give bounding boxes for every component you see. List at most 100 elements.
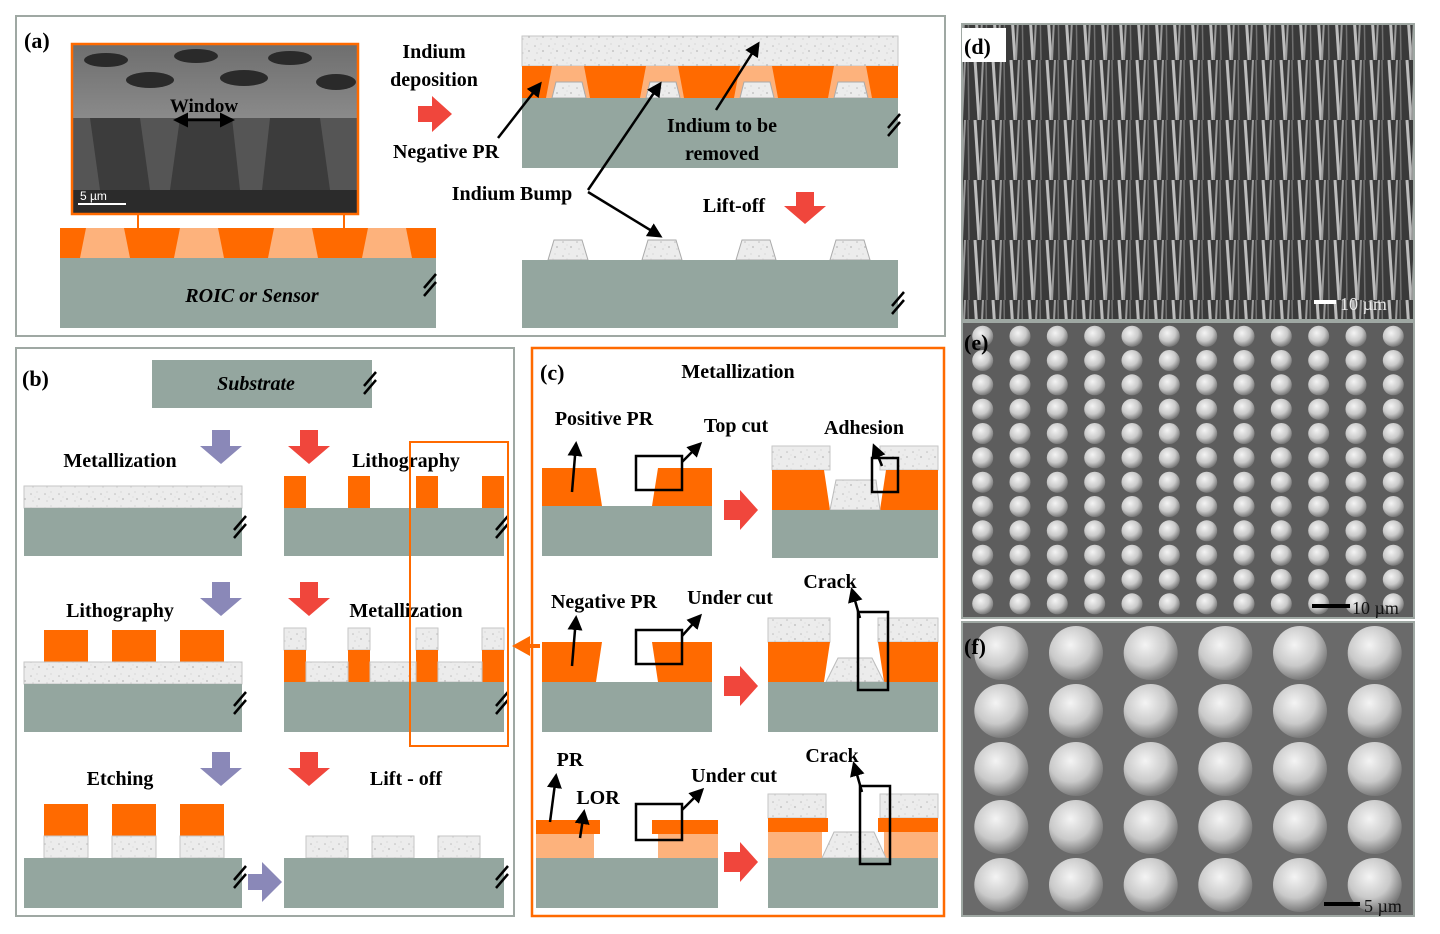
indium-bump-sem [1084, 471, 1106, 493]
indium-bump-sem [1123, 858, 1178, 912]
indium-bump-sem [1270, 593, 1292, 615]
indium-bump-sem [1233, 471, 1255, 493]
arrow-down-icon [288, 752, 330, 786]
indium-bump-sem [1233, 374, 1255, 396]
indium-bump-sem [1009, 520, 1031, 542]
arrow-down-icon [784, 192, 826, 224]
indium-bump-sem [1121, 325, 1143, 347]
step-indium-line1: Indium [402, 41, 466, 63]
left-step-1: Metallization [63, 450, 176, 472]
indium-bump-sem [974, 742, 1029, 796]
indium-bump-sem [1046, 398, 1068, 420]
indium-bump-sem [1345, 471, 1367, 493]
indium-bump-sem [1382, 471, 1404, 493]
indium-bump-sem [972, 593, 994, 615]
indium-bump-sem [1046, 423, 1068, 444]
indium-bump-sem [1158, 374, 1180, 396]
indium-bump-sem [1233, 447, 1255, 469]
indium-bump-sem [1084, 325, 1106, 347]
indium-bump-sem [1270, 350, 1292, 371]
indium-bump-sem [1270, 374, 1292, 396]
arrow-down-icon [200, 430, 242, 464]
deposition-stack [521, 35, 899, 168]
indium-bump-sem [1084, 520, 1106, 542]
indium-bump-sem [1158, 423, 1180, 444]
indium-bump-sem [1273, 742, 1327, 796]
indium-bump-sem [1009, 544, 1031, 566]
negative-pr-label: Negative PR [393, 141, 500, 163]
arrow-down-icon [288, 430, 330, 464]
indium-bump-sem [1345, 398, 1367, 420]
indium-bump-sem [1345, 520, 1367, 542]
panel-b-tag: (b) [22, 366, 49, 391]
indium-bump-sem [1273, 626, 1327, 680]
indium-bump-sem [1347, 626, 1402, 680]
indium-bump-sem [1270, 447, 1292, 469]
indium-bump-sem [1382, 544, 1404, 566]
indium-bump-sem [1308, 325, 1330, 347]
substrate-block [152, 360, 372, 408]
indium-bump-sem [972, 325, 994, 347]
indium-bump-sem [1382, 496, 1404, 517]
break-mark [891, 291, 905, 315]
indium-bump-sem [1233, 569, 1255, 590]
row3-result-label: Crack [805, 745, 859, 767]
indium-bump-sem [1308, 374, 1330, 396]
panel-a-tag: (a) [24, 28, 50, 53]
indium-bump-sem [1123, 800, 1178, 854]
indium-bump-sem [1158, 447, 1180, 469]
indium-bump-sem [1046, 520, 1068, 542]
indium-bump-sem [1084, 398, 1106, 420]
left-step-3: Etching [87, 768, 154, 790]
indium-bump-sem [1084, 593, 1106, 615]
indium-bump-sem [1046, 593, 1068, 615]
indium-bump-sem [1382, 520, 1404, 542]
indium-bump-sem [1121, 350, 1143, 371]
indium-bump-sem [1121, 423, 1143, 444]
indium-bump-sem [1046, 325, 1068, 347]
indium-bump-sem [1046, 447, 1068, 469]
indium-bump-sem [1049, 684, 1103, 738]
indium-bump-sem [1233, 496, 1255, 517]
indium-bump-sem [1121, 374, 1143, 396]
panel-f: (f) 5 µm [961, 621, 1415, 917]
indium-bump-sem [1308, 593, 1330, 615]
arrow-down-icon [200, 582, 242, 616]
indium-bump-sem [1046, 544, 1068, 566]
indium-bump-sem [1049, 742, 1103, 796]
indium-bump-sem [1345, 423, 1367, 444]
sem-inset-frame [70, 42, 360, 216]
indium-bump-sem [1382, 325, 1404, 347]
right-step-3: Lift - off [370, 768, 443, 790]
indium-bump-sem [1233, 350, 1255, 371]
indium-bump-sem [1158, 520, 1180, 542]
indium-bump-sem [1382, 447, 1404, 469]
right-step-1: Lithography [352, 450, 460, 472]
indium-bump-sem [1345, 593, 1367, 615]
indium-bump-sem [1009, 423, 1031, 444]
indium-bump-sem [1382, 374, 1404, 396]
indium-bump-sem [1121, 520, 1143, 542]
indium-bump-sem [1196, 398, 1218, 420]
indium-bump-sem [972, 350, 994, 371]
panel-e-scale: 10 µm [1352, 598, 1399, 618]
indium-bump-sem [1009, 593, 1031, 615]
indium-bump-sem [1123, 626, 1178, 680]
indium-bump-sem [1049, 626, 1103, 680]
indium-bump-sem [1233, 544, 1255, 566]
indium-bump-sem [1009, 398, 1031, 420]
indium-bump-sem [1121, 544, 1143, 566]
removed-line1: Indium to be [667, 115, 777, 137]
indium-bump-sem [1308, 471, 1330, 493]
row1-cut-label: Top cut [704, 415, 769, 437]
panel-d-tag: (d) [964, 34, 991, 59]
panel-c: (c) Metallization Positive PR Top cut Ad… [530, 346, 946, 918]
indium-bump-sem [1196, 471, 1218, 493]
indium-bump-sem [972, 496, 994, 517]
indium-bump-sem [974, 626, 1029, 680]
break-mark [423, 273, 437, 297]
indium-bump-sem [1233, 520, 1255, 542]
indium-bump-sem [1084, 447, 1106, 469]
indium-bump-sem [1382, 398, 1404, 420]
sem-scale-label: 5 µm [80, 189, 107, 203]
